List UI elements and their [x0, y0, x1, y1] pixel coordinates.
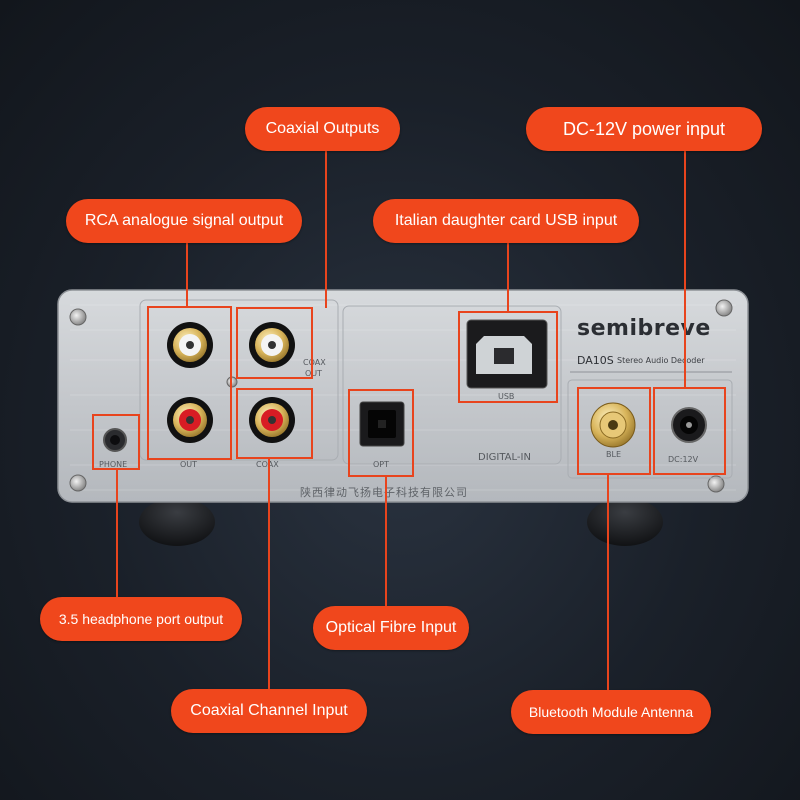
dc-power-jack [671, 407, 707, 443]
manufacturer-text: 陕西律动飞扬电子科技有限公司 [300, 486, 468, 499]
leader-usb [507, 241, 509, 312]
label-dc: DC:12V [668, 455, 699, 464]
callout-usb-input: Italian daughter card USB input [373, 199, 639, 243]
highlight-rca-out [147, 306, 232, 460]
brand-logo: semibreve [577, 316, 711, 341]
optical-port [359, 401, 405, 447]
headphone-jack [103, 428, 127, 452]
model-subtitle: Stereo Audio Decoder [617, 356, 705, 365]
label-coax-out-1: COAX [303, 358, 326, 367]
callout-usb-input-text: Italian daughter card USB input [394, 212, 618, 229]
leader-dc-power [684, 150, 686, 388]
leader-coax-outputs [325, 150, 327, 308]
model-name: DA10S [577, 354, 614, 367]
usb-port [466, 319, 548, 389]
label-opt: OPT [373, 460, 390, 469]
foot-left [139, 498, 215, 546]
bluetooth-antenna-connector [590, 402, 636, 448]
callout-headphone-text: 3.5 headphone port output [58, 611, 224, 627]
label-coax-out-2: OUT [305, 369, 323, 378]
callout-headphone: 3.5 headphone port output [40, 597, 242, 641]
highlight-usb [458, 311, 558, 403]
callout-coaxial-outputs-text: Coaxial Outputs [265, 120, 380, 137]
label-out: OUT [180, 460, 198, 469]
highlight-bluetooth [577, 387, 651, 475]
highlight-coax-out [236, 307, 313, 379]
callout-coax-input-text: Coaxial Channel Input [190, 702, 348, 719]
highlight-optical [348, 389, 414, 477]
leader-headphone [116, 470, 118, 598]
callout-optical: Optical Fibre Input [313, 606, 469, 650]
label-digital-in: DIGITAL-IN [478, 452, 531, 463]
label-phone: PHONE [99, 460, 128, 469]
label-ble: BLE [606, 450, 621, 459]
rca-out-jacks [167, 322, 213, 443]
highlight-coax-in [236, 388, 313, 459]
callout-coax-input: Coaxial Channel Input [171, 689, 367, 733]
label-usb: USB [498, 392, 515, 401]
callout-bluetooth: Bluetooth Module Antenna [511, 690, 711, 734]
callout-bluetooth-text: Bluetooth Module Antenna [528, 704, 694, 720]
callout-rca-output: RCA analogue signal output [66, 199, 302, 243]
callout-dc-power-text: DC-12V power input [562, 118, 726, 139]
leader-coax-input [268, 459, 270, 691]
foot-right [587, 498, 663, 546]
leader-optical [385, 477, 387, 608]
callout-coaxial-outputs: Coaxial Outputs [245, 107, 400, 151]
leader-rca [186, 241, 188, 307]
callout-optical-text: Optical Fibre Input [325, 619, 457, 636]
coax-jacks [249, 322, 295, 443]
label-coax-in: COAX [256, 460, 279, 469]
screws [69, 299, 733, 493]
leader-bluetooth [607, 475, 609, 691]
callout-rca-output-text: RCA analogue signal output [84, 212, 284, 229]
callout-dc-power: DC-12V power input [526, 107, 762, 151]
highlight-headphone [92, 414, 140, 470]
highlight-dc-power [653, 387, 726, 475]
